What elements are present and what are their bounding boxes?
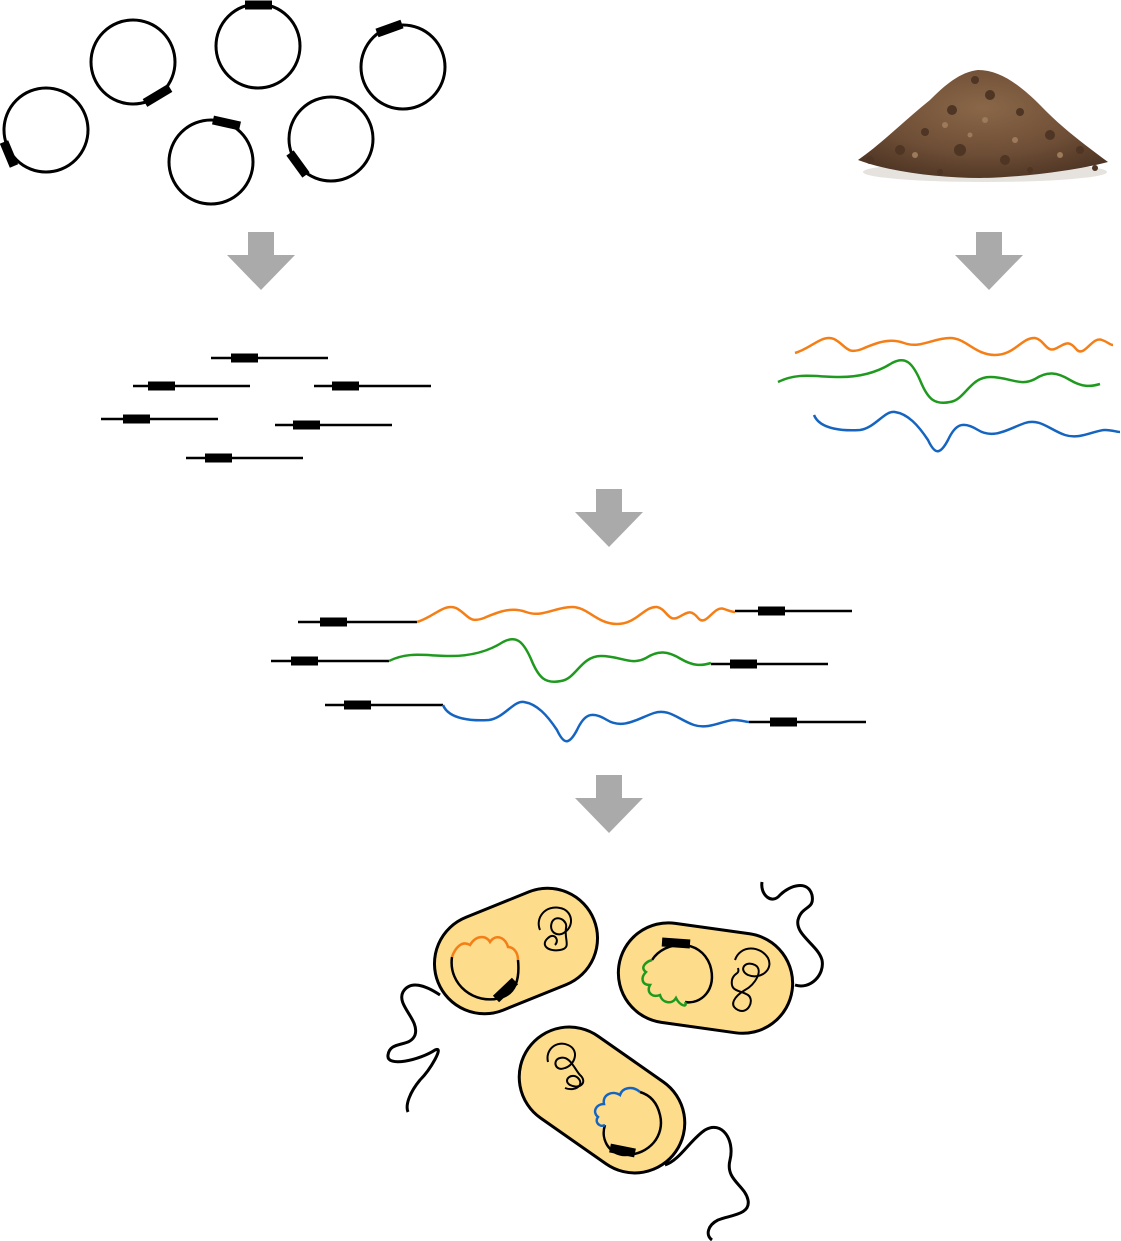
plasmid-4 [359, 19, 447, 111]
plasmid-6 [286, 95, 375, 183]
plasmid-5 [167, 115, 255, 206]
dna-fragment-blue [812, 410, 1121, 453]
dna-fragment-orange [794, 336, 1114, 357]
recombinant-construct-orange [298, 605, 852, 627]
linear-vector-group [101, 353, 431, 463]
bacterium-orange [386, 886, 600, 1113]
plasmid-3 [214, 0, 302, 90]
bacteria-group [386, 881, 824, 1241]
arrow-group [227, 232, 1023, 833]
recombinant-construct-blue [325, 700, 866, 743]
plasmid-1 [0, 86, 90, 174]
down-arrow-icon [227, 232, 295, 290]
plasmid-2 [89, 18, 177, 107]
down-arrow-icon [575, 775, 643, 833]
soil-pile-icon [858, 70, 1108, 182]
recombinant-construct-green [271, 637, 828, 683]
plasmid-group [0, 0, 447, 206]
recombinant-construct-group [271, 605, 866, 743]
down-arrow-icon [575, 489, 643, 547]
down-arrow-icon [955, 232, 1023, 290]
dna-fragment-group [777, 336, 1121, 453]
dna-fragment-green [777, 358, 1101, 404]
bacterium-green [616, 881, 824, 1035]
bacterium-blue [517, 1025, 750, 1241]
